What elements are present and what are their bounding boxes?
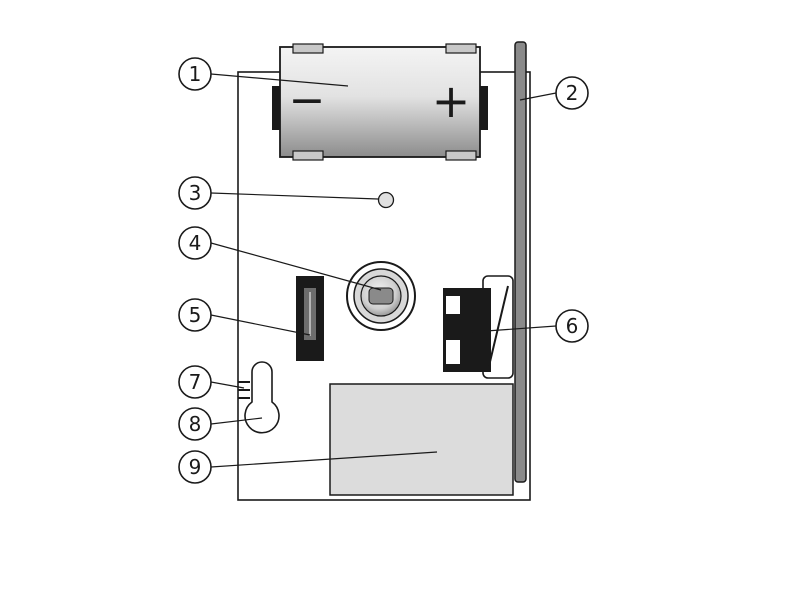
label-area-box	[329, 383, 514, 496]
callout-2: 2	[555, 76, 589, 110]
callout-2-number: 2	[566, 81, 579, 105]
callout-8-number: 8	[189, 412, 202, 436]
callout-5: 5	[178, 298, 212, 332]
label-area	[329, 383, 514, 496]
side-strip	[514, 41, 527, 483]
leader-line-7	[210, 381, 245, 389]
callout-1: 1	[178, 57, 212, 91]
keyhole	[244, 361, 280, 434]
callout-5-number: 5	[189, 303, 202, 327]
callout-7-number: 7	[189, 370, 202, 394]
round-button	[346, 261, 416, 331]
callout-8: 8	[178, 407, 212, 441]
battery-tab-top-right	[445, 43, 477, 54]
callout-6: 6	[555, 309, 589, 343]
small-holes	[238, 381, 250, 399]
switch	[443, 275, 514, 379]
battery: − +	[272, 43, 488, 161]
callout-3: 3	[178, 176, 212, 210]
led	[377, 191, 395, 209]
leader-line-4	[210, 242, 382, 291]
led-dot	[377, 191, 395, 209]
callout-9: 9	[178, 450, 212, 484]
leader-line-5	[210, 314, 311, 336]
callout-7: 7	[178, 365, 212, 399]
callout-1-number: 1	[189, 62, 202, 86]
keyhole-shape	[244, 361, 280, 434]
leader-line-6	[471, 325, 557, 333]
leader-line-2	[519, 92, 557, 101]
switch-window-bottom	[446, 340, 460, 364]
battery-body	[279, 46, 481, 158]
callout-3-number: 3	[189, 181, 202, 205]
battery-tab-bottom-right	[445, 150, 477, 161]
switch-window-top	[446, 296, 460, 314]
round-button-window	[368, 287, 394, 305]
battery-plus-symbol: +	[432, 74, 471, 128]
leader-lines	[210, 73, 557, 468]
side-strip-bar	[514, 41, 527, 483]
callouts: 1 2 3 4 5 6 7 8	[178, 57, 589, 484]
leader-line-3	[210, 192, 379, 200]
callout-9-number: 9	[189, 455, 202, 479]
leader-line-1	[210, 73, 349, 87]
leader-line-8	[210, 417, 263, 425]
switch-lever	[488, 285, 509, 367]
callout-4: 4	[178, 226, 212, 260]
leader-line-9	[210, 451, 438, 468]
callout-4-number: 4	[189, 231, 202, 255]
battery-clip-left	[272, 86, 281, 130]
jumper	[296, 276, 324, 361]
callout-6-number: 6	[566, 314, 579, 338]
battery-clip-right	[479, 86, 488, 130]
battery-tab-bottom-left	[292, 150, 324, 161]
battery-tab-top-left	[292, 43, 324, 54]
